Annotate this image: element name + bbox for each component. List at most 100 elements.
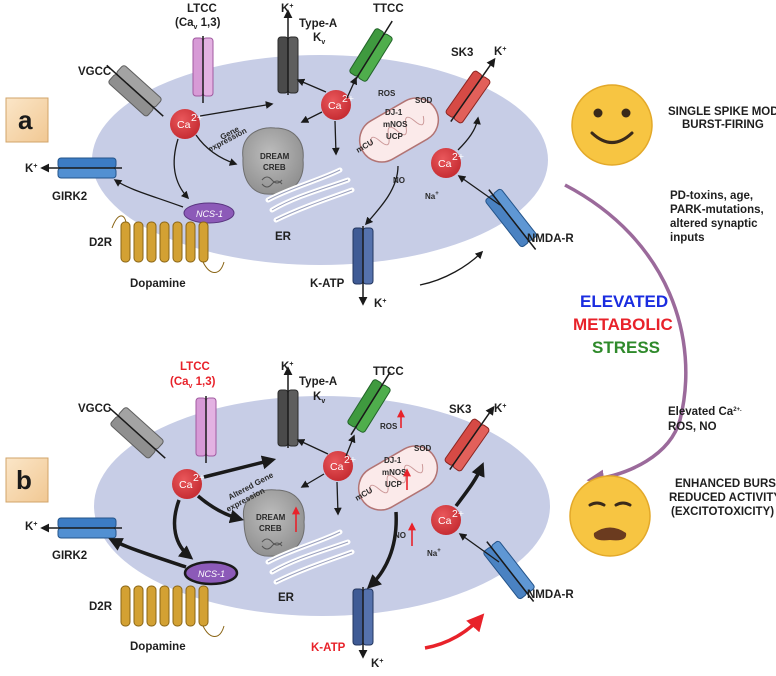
ncs1-protein bbox=[183, 202, 235, 224]
elevated-line2: ROS, NO bbox=[668, 421, 717, 433]
vgcc-label: VGCC bbox=[78, 66, 111, 78]
katp-label: K-ATP bbox=[311, 642, 346, 654]
ttcc-channel bbox=[347, 371, 391, 436]
sk3-label: SK3 bbox=[449, 404, 471, 416]
ncs1-label: NCS-1 bbox=[198, 569, 225, 579]
d2r-receptor bbox=[111, 215, 225, 273]
sk3-channel bbox=[444, 405, 495, 472]
svg-text:DREAM: DREAM bbox=[256, 513, 286, 522]
sad-face-icon bbox=[569, 475, 651, 557]
ltcc-channel bbox=[195, 396, 217, 463]
ncs1-protein bbox=[183, 560, 239, 586]
nmdar-label: NMDA-R bbox=[527, 589, 574, 601]
er-outline bbox=[267, 169, 353, 221]
vgcc-label: VGCC bbox=[78, 403, 111, 415]
svg-text:Ca: Ca bbox=[438, 158, 452, 170]
transition-arrow bbox=[564, 183, 688, 487]
girk2-label: GIRK2 bbox=[52, 191, 87, 203]
na-label: Na+ bbox=[425, 191, 439, 201]
svg-text:2+: 2+ bbox=[191, 112, 203, 124]
er-label: ER bbox=[275, 231, 292, 243]
svg-text:DJ-1: DJ-1 bbox=[384, 456, 402, 465]
dna-icon bbox=[261, 538, 283, 550]
right-annotations: SINGLE SPIKE MODE BURST-FIRING PD-toxins… bbox=[564, 84, 776, 557]
svg-text:Ca: Ca bbox=[328, 100, 342, 112]
ca-ion: Ca2+ bbox=[431, 505, 464, 535]
ncs1-label: NCS-1 bbox=[196, 209, 223, 219]
panel-b: b bbox=[5, 361, 574, 670]
svg-text:mNOS: mNOS bbox=[383, 120, 408, 129]
dopamine-label: Dopamine bbox=[130, 278, 186, 290]
svg-text:Ca: Ca bbox=[179, 479, 193, 491]
svg-text:2+: 2+ bbox=[452, 508, 464, 520]
trigger-line2: PARK-mutations, bbox=[670, 204, 764, 216]
state-b-line1: ENHANCED BURST bbox=[675, 478, 776, 490]
mitochondrion bbox=[358, 97, 440, 163]
state-a-line1: SINGLE SPIKE MODE bbox=[668, 106, 776, 118]
ltcc-sub-label: (Cav 1,3) bbox=[170, 376, 216, 390]
svg-text:UCP: UCP bbox=[386, 132, 404, 141]
panel-letter: a bbox=[18, 105, 33, 135]
ltcc-label: LTCC bbox=[180, 361, 210, 373]
trigger-line4: inputs bbox=[670, 232, 705, 244]
svg-text:ROS: ROS bbox=[380, 422, 398, 431]
panel-label-box bbox=[5, 97, 49, 143]
ca-ion: Ca2+ bbox=[170, 109, 203, 139]
k-katp-label: K+ bbox=[374, 298, 386, 310]
katp-channel bbox=[352, 587, 374, 659]
trigger-line3: altered synaptic bbox=[670, 218, 758, 230]
nmdar-label: NMDA-R bbox=[527, 233, 574, 245]
ltcc-sub-label: (Cav 1,3) bbox=[175, 17, 221, 31]
k-girk-label: K+ bbox=[25, 521, 37, 533]
type-a-kv-channel bbox=[277, 366, 299, 448]
ttcc-channel bbox=[349, 20, 393, 85]
type-a-label: Type-A bbox=[299, 376, 337, 388]
elevated-line1: Elevated Ca2+. bbox=[668, 406, 742, 418]
k-girk-label: K+ bbox=[25, 163, 37, 175]
girk2-label: GIRK2 bbox=[52, 550, 87, 562]
happy-face-icon bbox=[571, 84, 653, 166]
k-label: K+ bbox=[281, 361, 293, 373]
svg-text:CREB: CREB bbox=[259, 524, 282, 533]
vgcc-channel bbox=[106, 64, 164, 117]
k-katp-label: K+ bbox=[371, 658, 383, 670]
er-label: ER bbox=[278, 592, 295, 604]
pathway-arrows bbox=[113, 76, 501, 286]
ca-ion: Ca2+ bbox=[172, 469, 205, 499]
svg-text:Ca: Ca bbox=[438, 515, 452, 527]
svg-text:NO: NO bbox=[393, 176, 405, 185]
girk2-channel bbox=[40, 157, 122, 179]
katp-label: K-ATP bbox=[310, 278, 345, 290]
svg-text:2+: 2+ bbox=[342, 93, 354, 105]
kv-label: Kv bbox=[313, 32, 325, 46]
ttcc-label: TTCC bbox=[373, 366, 404, 378]
sk3-label: SK3 bbox=[451, 47, 473, 59]
d2r-label: D2R bbox=[89, 237, 113, 249]
na-label: Na+ bbox=[427, 548, 441, 558]
katp-channel bbox=[352, 226, 374, 306]
svg-text:CREB: CREB bbox=[263, 163, 286, 172]
svg-text:DJ-1: DJ-1 bbox=[385, 108, 403, 117]
svg-text:UCP: UCP bbox=[385, 480, 403, 489]
nmdar-channel bbox=[483, 540, 535, 602]
state-b-line3: (EXCITOTOXICITY) bbox=[671, 506, 774, 518]
panel-label-box bbox=[5, 457, 49, 503]
ltcc-channel bbox=[192, 36, 214, 103]
pathway-arrows-thin bbox=[296, 434, 500, 563]
ca-ion: Ca2+ bbox=[431, 148, 464, 178]
ca-ion: Ca2+ bbox=[321, 90, 354, 120]
panel-a: a bbox=[5, 3, 574, 310]
svg-text:Ca: Ca bbox=[177, 119, 191, 131]
state-a-line2: BURST-FIRING bbox=[682, 119, 764, 131]
girk2-channel bbox=[40, 517, 122, 539]
trigger-line1: PD-toxins, age, bbox=[670, 190, 753, 202]
ca-ion: Ca2+ bbox=[323, 451, 356, 481]
mitochondrion bbox=[357, 445, 439, 511]
nucleus: DREAM CREB bbox=[242, 489, 305, 557]
svg-text:mNOS: mNOS bbox=[382, 468, 407, 477]
nucleus: DREAM CREB bbox=[242, 127, 304, 195]
svg-text:2+: 2+ bbox=[452, 151, 464, 163]
kv-label: Kv bbox=[313, 391, 325, 405]
svg-text:SOD: SOD bbox=[414, 444, 432, 453]
